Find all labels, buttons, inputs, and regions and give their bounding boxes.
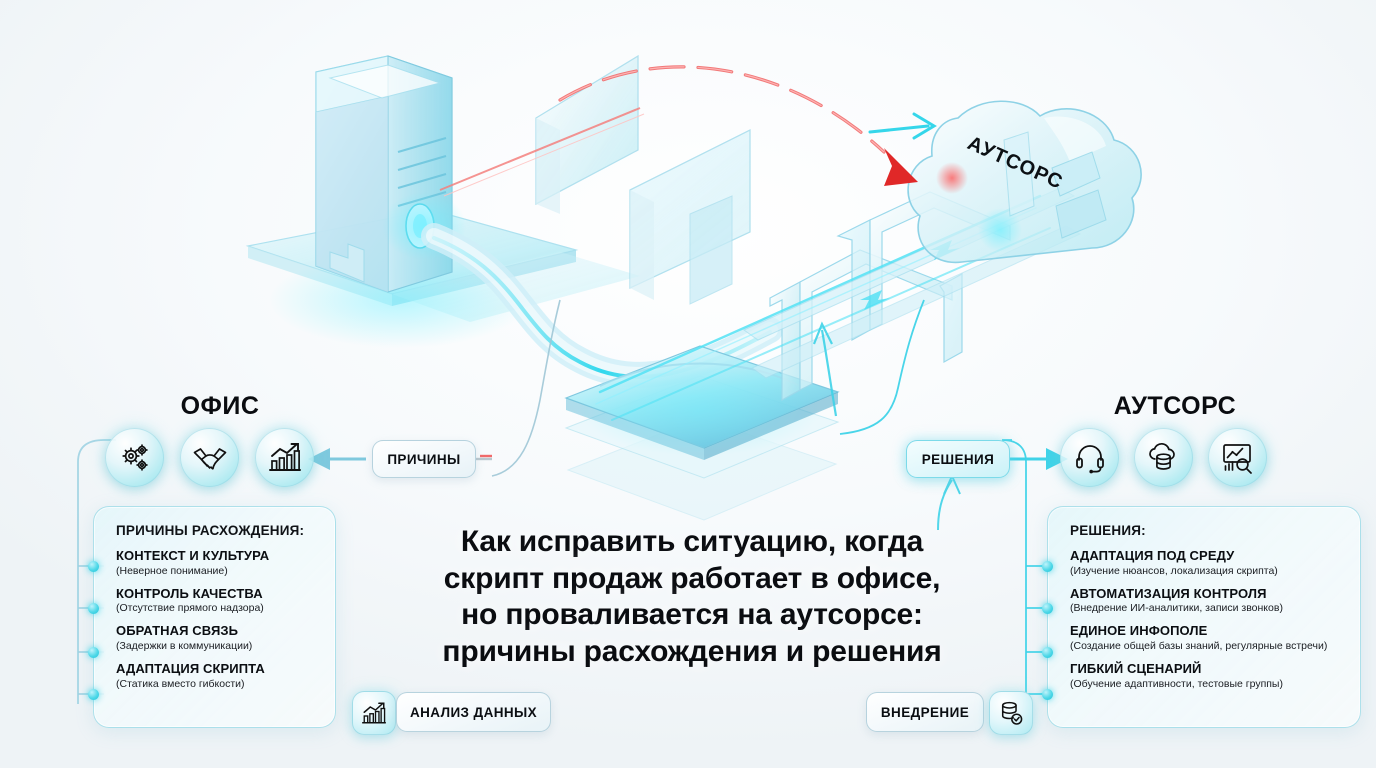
cloud-icon bbox=[907, 100, 1142, 264]
item-title: ОБРАТНАЯ СВЯЗЬ bbox=[116, 623, 239, 639]
list-item: КОНТРОЛЬ КАЧЕСТВА (Отсутствие прямого на… bbox=[116, 585, 323, 616]
list-item: ЕДИНОЕ ИНФОПОЛЕ (Создание общей базы зна… bbox=[1070, 623, 1348, 653]
item-title: АДАПТАЦИЯ ПОД СРЕДУ bbox=[1070, 548, 1235, 563]
item-subtitle: (Задержки в коммуникации) bbox=[116, 640, 253, 652]
item-title: ЕДИНОЕ ИНФОПОЛЕ bbox=[1070, 623, 1208, 639]
implementation-badge[interactable]: ВНЕДРЕНИЕ bbox=[866, 692, 984, 732]
analytics-search-icon[interactable] bbox=[1208, 428, 1267, 487]
item-subtitle: (Неверное понимание) bbox=[116, 564, 228, 577]
page-title: Как исправить ситуацию, когда скрипт про… bbox=[396, 524, 988, 670]
causes-panel-title: ПРИЧИНЫ РАСХОЖДЕНИЯ: bbox=[116, 523, 305, 538]
list-item: КОНТЕКСТ И КУЛЬТУРА (Неверное понимание) bbox=[116, 548, 323, 578]
item-subtitle: (Изучение нюансов, локализация скрипта) bbox=[1070, 564, 1278, 577]
item-subtitle: (Создание общей базы знаний, регулярные … bbox=[1070, 640, 1328, 652]
bullet-point bbox=[88, 689, 99, 700]
server-tower-icon bbox=[315, 55, 453, 293]
cloud-database-icon[interactable] bbox=[1134, 428, 1193, 487]
cloud-label: АУТСОРС bbox=[964, 132, 1067, 194]
title-line: скрипт продаж работает в офисе, bbox=[443, 561, 941, 595]
title-line: причины расхождения и решения bbox=[442, 634, 942, 668]
bullet-point bbox=[1042, 561, 1053, 572]
bullet-point bbox=[1042, 689, 1053, 700]
item-subtitle: (Отсутствие прямого надзора) bbox=[116, 602, 264, 615]
causes-pill[interactable]: ПРИЧИНЫ bbox=[372, 440, 476, 478]
item-subtitle: (Статика вместо гибкости) bbox=[116, 677, 245, 690]
growth-chart-icon[interactable] bbox=[255, 428, 314, 487]
headset-icon[interactable] bbox=[1060, 428, 1119, 487]
red-arrowhead-icon bbox=[884, 148, 918, 186]
list-item: АВТОМАТИЗАЦИЯ КОНТРОЛЯ (Внедрение ИИ-ана… bbox=[1070, 585, 1348, 616]
title-line: Как исправить ситуацию, когда bbox=[460, 525, 924, 558]
solutions-panel-title: РЕШЕНИЯ: bbox=[1070, 523, 1146, 538]
analysis-badge[interactable]: АНАЛИЗ ДАННЫХ bbox=[396, 692, 551, 732]
data-conduit bbox=[421, 223, 783, 388]
gears-icon[interactable] bbox=[105, 428, 164, 487]
title-line: но проваливается на аутсорсе: bbox=[461, 598, 923, 632]
right-section-heading: АУТСОРС bbox=[1113, 392, 1237, 420]
bullet-point bbox=[1042, 603, 1053, 614]
cyan-arrow-icon bbox=[868, 112, 937, 140]
item-subtitle: (Внедрение ИИ-аналитики, записи звонков) bbox=[1070, 602, 1283, 615]
handshake-icon[interactable] bbox=[180, 428, 239, 487]
list-item: ОБРАТНАЯ СВЯЗЬ (Задержки в коммуникации) bbox=[116, 623, 323, 653]
item-title: АДАПТАЦИЯ СКРИПТА bbox=[116, 660, 265, 676]
item-subtitle: (Обучение адаптивности, тестовые группы) bbox=[1070, 677, 1283, 690]
item-title: КОНТРОЛЬ КАЧЕСТВА bbox=[116, 585, 263, 601]
slab-stack bbox=[564, 345, 840, 521]
solutions-panel: РЕШЕНИЯ: АДАПТАЦИЯ ПОД СРЕДУ (Изучение н… bbox=[1047, 506, 1361, 728]
item-title: КОНТЕКСТ И КУЛЬТУРА bbox=[116, 548, 270, 563]
solutions-pill[interactable]: РЕШЕНИЯ bbox=[906, 440, 1010, 478]
bar-chart-arrow-icon[interactable] bbox=[352, 691, 396, 735]
bullet-point bbox=[88, 561, 99, 572]
list-item: ГИБКИЙ СЦЕНАРИЙ (Обучение адаптивности, … bbox=[1070, 660, 1348, 691]
floor-pad bbox=[245, 209, 640, 322]
left-arrow-icon bbox=[308, 448, 366, 470]
list-item: АДАПТАЦИЯ ПОД СРЕДУ (Изучение нюансов, л… bbox=[1070, 548, 1348, 578]
bridge-rails bbox=[743, 187, 1082, 402]
list-item: АДАПТАЦИЯ СКРИПТА (Статика вместо гибкос… bbox=[116, 660, 323, 691]
item-title: АВТОМАТИЗАЦИЯ КОНТРОЛЯ bbox=[1070, 585, 1267, 601]
red-dashed-arrow-icon bbox=[558, 65, 886, 154]
left-section-heading: ОФИС bbox=[180, 392, 260, 420]
causes-panel: ПРИЧИНЫ РАСХОЖДЕНИЯ: КОНТЕКСТ И КУЛЬТУРА… bbox=[93, 506, 336, 728]
bullet-point bbox=[88, 647, 99, 658]
item-title: ГИБКИЙ СЦЕНАРИЙ bbox=[1070, 660, 1202, 676]
bullet-point bbox=[88, 603, 99, 614]
glass-panels bbox=[535, 54, 751, 305]
bullet-point bbox=[1042, 647, 1053, 658]
database-check-icon[interactable] bbox=[989, 691, 1033, 735]
